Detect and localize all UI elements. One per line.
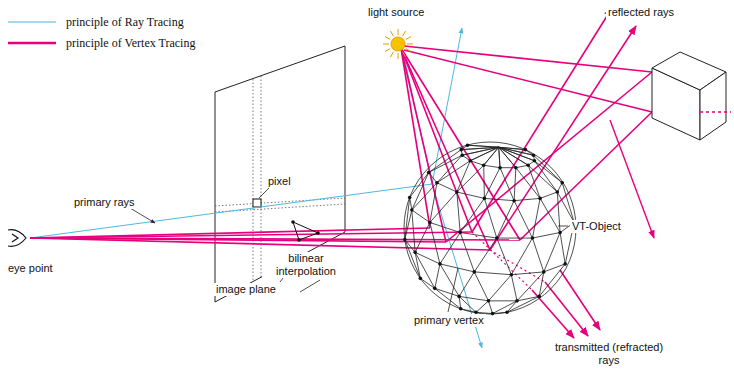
vt-object-mesh bbox=[403, 142, 576, 315]
pixel-square bbox=[253, 199, 261, 207]
eye-symbol bbox=[8, 230, 26, 247]
legend-text: principle of Vertex Tracing bbox=[66, 36, 195, 50]
cube-ray-hidden bbox=[700, 111, 731, 113]
interpolation-label: bilinear interpolation bbox=[262, 252, 350, 278]
rays bbox=[30, 8, 654, 348]
legend-line-magenta bbox=[8, 42, 56, 45]
light-source-label: light source bbox=[366, 6, 426, 19]
interpolation-triangle bbox=[293, 222, 318, 240]
pixel-label: pixel bbox=[266, 175, 293, 188]
primary-vertex-label: primary vertex bbox=[412, 314, 486, 327]
light-source-sun bbox=[383, 29, 413, 59]
primary-rays-label: primary rays bbox=[72, 196, 137, 209]
triangle-dots bbox=[291, 220, 320, 242]
cube bbox=[652, 52, 726, 140]
legend-line-cyan bbox=[8, 21, 56, 22]
reflected-rays-label: reflected rays bbox=[606, 6, 676, 19]
vt-object-label: VT-Object bbox=[570, 220, 623, 233]
legend-text: principle of Ray Tracing bbox=[66, 15, 184, 29]
eye-point-label: eye point bbox=[6, 262, 55, 275]
image-plane-label: image plane bbox=[214, 283, 278, 296]
leader-lines bbox=[130, 187, 568, 312]
transmitted-rays-label: transmitted (refracted) rays bbox=[548, 341, 670, 367]
